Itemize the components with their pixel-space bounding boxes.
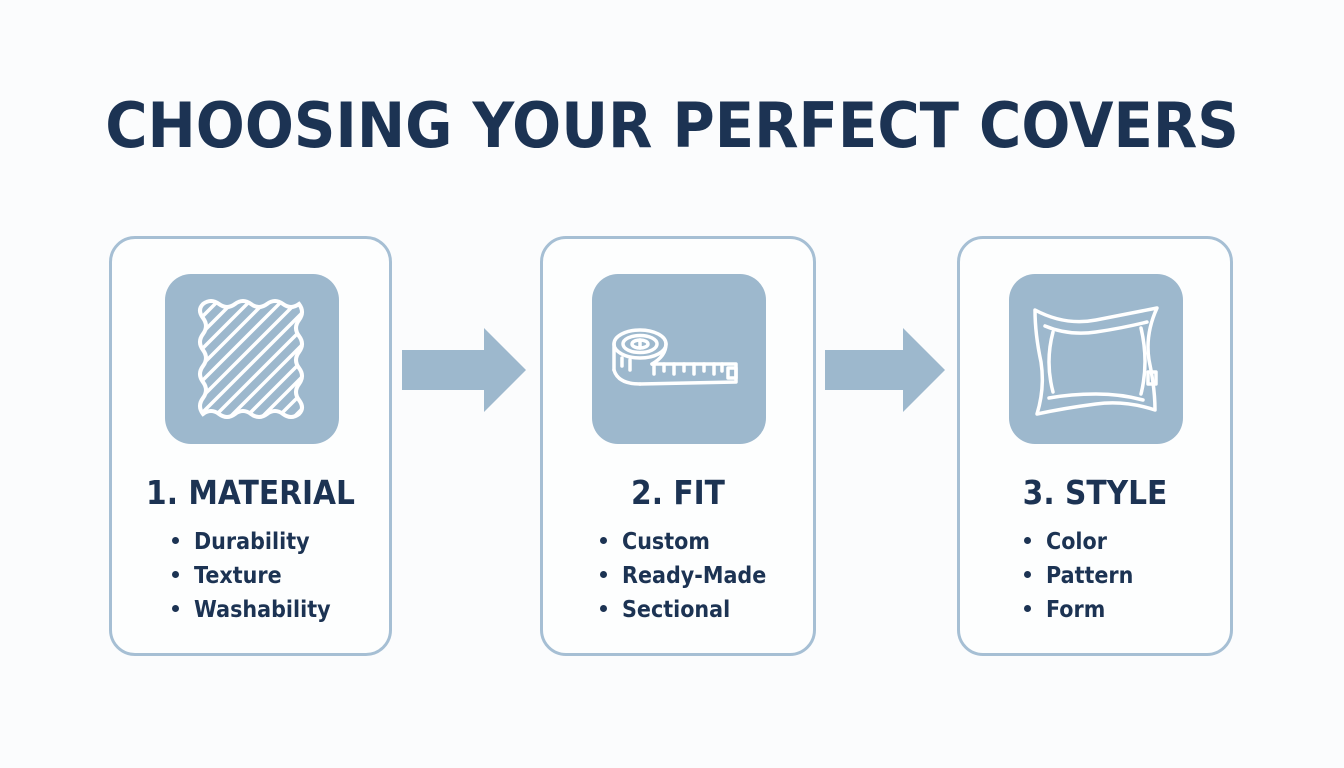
step-heading: 2. FIT <box>631 473 725 512</box>
list-item: Custom <box>600 525 782 559</box>
bullet-icon <box>1024 571 1031 578</box>
bullet-icon <box>600 605 607 612</box>
measuring-tape-icon <box>612 328 738 386</box>
bullet-icon <box>172 605 179 612</box>
icon-tile <box>592 274 766 444</box>
list-item: Washability <box>172 593 346 627</box>
bullet-list: Durability Texture Washability <box>172 525 346 627</box>
list-item: Pattern <box>1024 559 1143 593</box>
arrow-right-icon <box>825 328 945 412</box>
arrow-right-icon <box>402 328 526 412</box>
bullet-list: Color Pattern Form <box>1024 525 1143 627</box>
icon-tile <box>165 274 339 444</box>
bullet-icon <box>1024 537 1031 544</box>
list-item: Color <box>1024 525 1143 559</box>
list-item: Ready-Made <box>600 559 782 593</box>
bullet-icon <box>172 571 179 578</box>
list-item: Sectional <box>600 593 782 627</box>
step-heading: 1. MATERIAL <box>146 473 355 512</box>
step-heading: 3. STYLE <box>1022 473 1168 512</box>
step-card-style: 3. STYLE Color Pattern Form <box>957 236 1233 656</box>
bullet-list: Custom Ready-Made Sectional <box>600 525 782 627</box>
bullet-icon <box>1024 605 1031 612</box>
bullet-icon <box>600 537 607 544</box>
icon-tile <box>1009 274 1183 444</box>
list-item: Texture <box>172 559 346 593</box>
step-card-material: 1. MATERIAL Durability Texture Washabili… <box>109 236 392 656</box>
fabric-swatch-icon <box>198 299 304 419</box>
list-item: Durability <box>172 525 346 559</box>
page-title: CHOOSING YOUR PERFECT COVERS <box>105 89 1239 162</box>
bullet-icon <box>172 537 179 544</box>
step-card-fit: 2. FIT Custom Ready-Made Sectional <box>540 236 816 656</box>
cushion-icon <box>1033 306 1159 416</box>
bullet-icon <box>600 571 607 578</box>
list-item: Form <box>1024 593 1143 627</box>
